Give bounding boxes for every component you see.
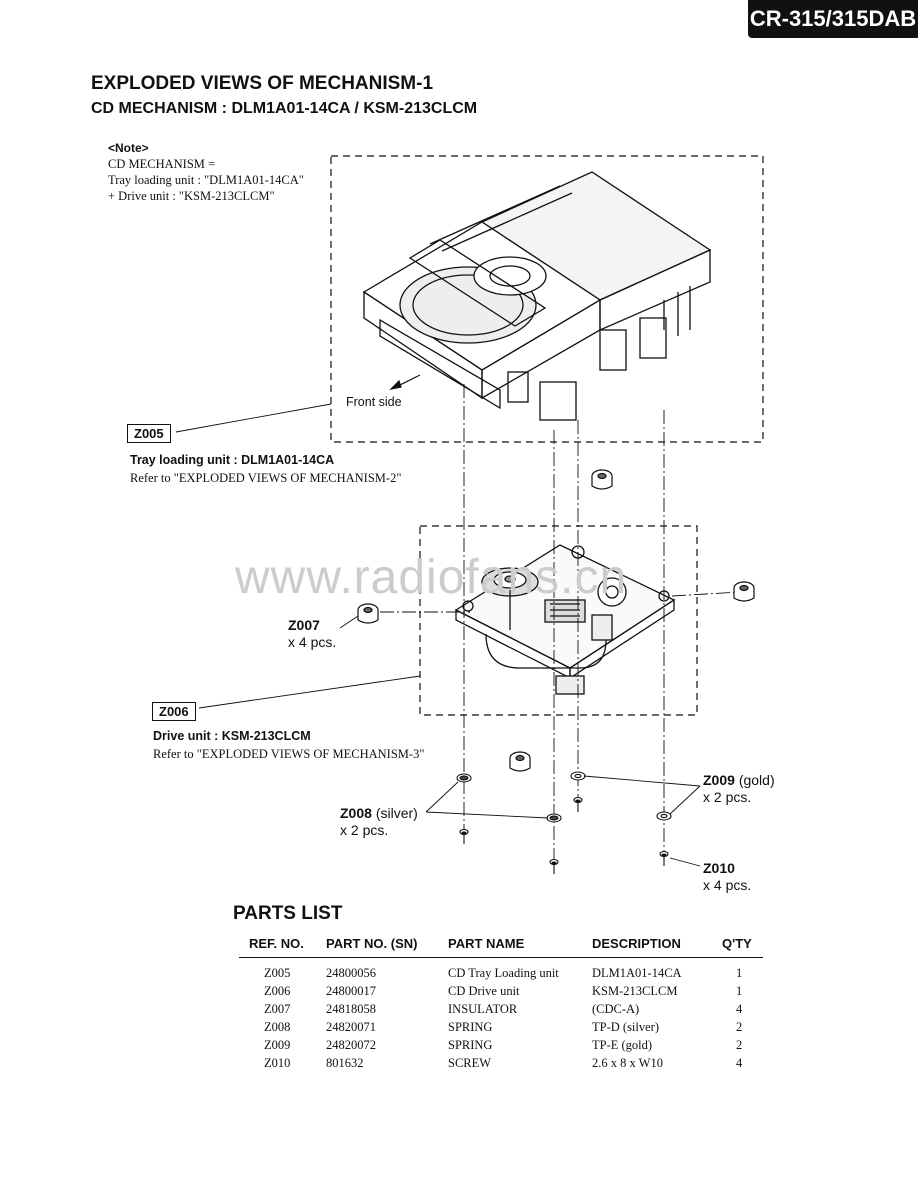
cell-description: KSM-213CLCM [592,983,678,998]
leader-lines [175,403,701,867]
table-row: Z008 24820071 SPRING TP-D (silver) 2 [239,1018,763,1036]
note-line-2: Tray loading unit : "DLM1A01-14CA" [108,173,304,187]
parts-table: REF. NO. PART NO. (SN) PART NAME DESCRIP… [239,936,763,1072]
cell-part-no: 24820072 [326,1037,376,1052]
cell-description: DLM1A01-14CA [592,965,682,980]
col-ref-no: REF. NO. [239,936,326,958]
note-block: <Note> CD MECHANISM = Tray loading unit … [108,140,304,204]
drive-unit-drawing [454,544,676,695]
parts-list-title: PARTS LIST [233,903,343,924]
front-side-label: Front side [346,395,402,409]
col-qty: Q'TY [722,936,763,958]
parts-table-header: REF. NO. PART NO. (SN) PART NAME DESCRIP… [239,936,763,958]
cell-ref: Z005 [264,965,291,980]
callout-z010: Z010 x 4 pcs. [703,860,751,894]
cell-part-name: SPRING [448,1037,493,1052]
screw-parts [459,796,669,874]
cell-qty: 2 [736,1037,743,1052]
drive-unit-dashed-frame [419,525,698,716]
cell-ref: Z009 [264,1037,291,1052]
model-badge: CR-315/315DAB [748,0,918,38]
cell-ref: Z008 [264,1019,291,1034]
table-row: Z006 24800017 CD Drive unit KSM-213CLCM … [239,982,763,1000]
cell-part-no: 801632 [326,1055,364,1070]
table-row: Z010 801632 SCREW 2.6 x 8 x W10 4 [239,1054,763,1072]
page-subtitle: CD MECHANISM : DLM1A01-14CA / KSM-213CLC… [91,100,478,117]
z009-ref: Z009 [703,772,735,788]
col-part-no: PART NO. (SN) [326,936,448,958]
cell-qty: 1 [736,983,743,998]
z009-qty: x 2 pcs. [703,789,752,805]
cell-part-no: 24800056 [326,965,376,980]
z007-ref: Z007 [288,617,320,633]
note-heading: <Note> [108,141,149,155]
cell-part-name: CD Drive unit [448,983,520,998]
spring-parts [456,771,672,823]
callout-z005: Z005 [127,424,171,443]
z008-note: (silver) [375,805,418,821]
page-title: EXPLODED VIEWS OF MECHANISM-1 [91,73,434,94]
cell-part-name: CD Tray Loading unit [448,965,559,980]
drive-unit-label: Drive unit : KSM-213CLCM [153,729,311,743]
z009-note: (gold) [738,772,775,788]
cell-part-name: SCREW [448,1055,492,1070]
table-row: Z007 24818058 INSULATOR (CDC-A) 4 [239,1000,763,1018]
callout-z008: Z008 (silver) x 2 pcs. [340,805,418,839]
z010-ref: Z010 [703,860,735,876]
insulator-parts [357,469,755,772]
tray-unit-dashed-frame [330,155,764,443]
cell-part-name: SPRING [448,1019,493,1034]
cell-qty: 2 [736,1019,743,1034]
cell-description: 2.6 x 8 x W10 [592,1055,663,1070]
callout-z009: Z009 (gold) x 2 pcs. [703,772,775,806]
alignment-lines [380,384,741,870]
cell-qty: 4 [736,1001,743,1016]
callout-z007: Z007 x 4 pcs. [288,617,336,651]
cell-description: TP-E (gold) [592,1037,653,1052]
cell-ref: Z010 [264,1055,291,1070]
tray-unit-refer: Refer to "EXPLODED VIEWS OF MECHANISM-2" [130,471,402,485]
cell-qty: 1 [736,965,743,980]
z008-ref: Z008 [340,805,372,821]
cell-description: (CDC-A) [592,1001,640,1016]
table-row: Z005 24800056 CD Tray Loading unit DLM1A… [239,964,763,982]
callout-z006: Z006 [152,702,196,721]
z008-qty: x 2 pcs. [340,822,389,838]
note-line-1: CD MECHANISM = [108,157,216,171]
tray-unit-label: Tray loading unit : DLM1A01-14CA [130,453,335,467]
note-line-3: + Drive unit : "KSM-213CLCM" [108,189,275,203]
cell-part-name: INSULATOR [448,1001,518,1016]
table-row: Z009 24820072 SPRING TP-E (gold) 2 [239,1036,763,1054]
cell-ref: Z007 [264,1001,291,1016]
cell-description: TP-D (silver) [592,1019,659,1034]
cell-part-no: 24800017 [326,983,376,998]
cell-ref: Z006 [264,983,291,998]
col-description: DESCRIPTION [592,936,722,958]
cell-part-no: 24820071 [326,1019,376,1034]
tray-loading-unit-drawing [362,171,712,421]
cell-qty: 4 [736,1055,743,1070]
z010-qty: x 4 pcs. [703,877,752,893]
watermark: www.radiofans.cn [235,551,628,604]
drive-unit-refer: Refer to "EXPLODED VIEWS OF MECHANISM-3" [153,747,425,761]
z007-qty: x 4 pcs. [288,634,337,650]
col-part-name: PART NAME [448,936,592,958]
cell-part-no: 24818058 [326,1001,376,1016]
